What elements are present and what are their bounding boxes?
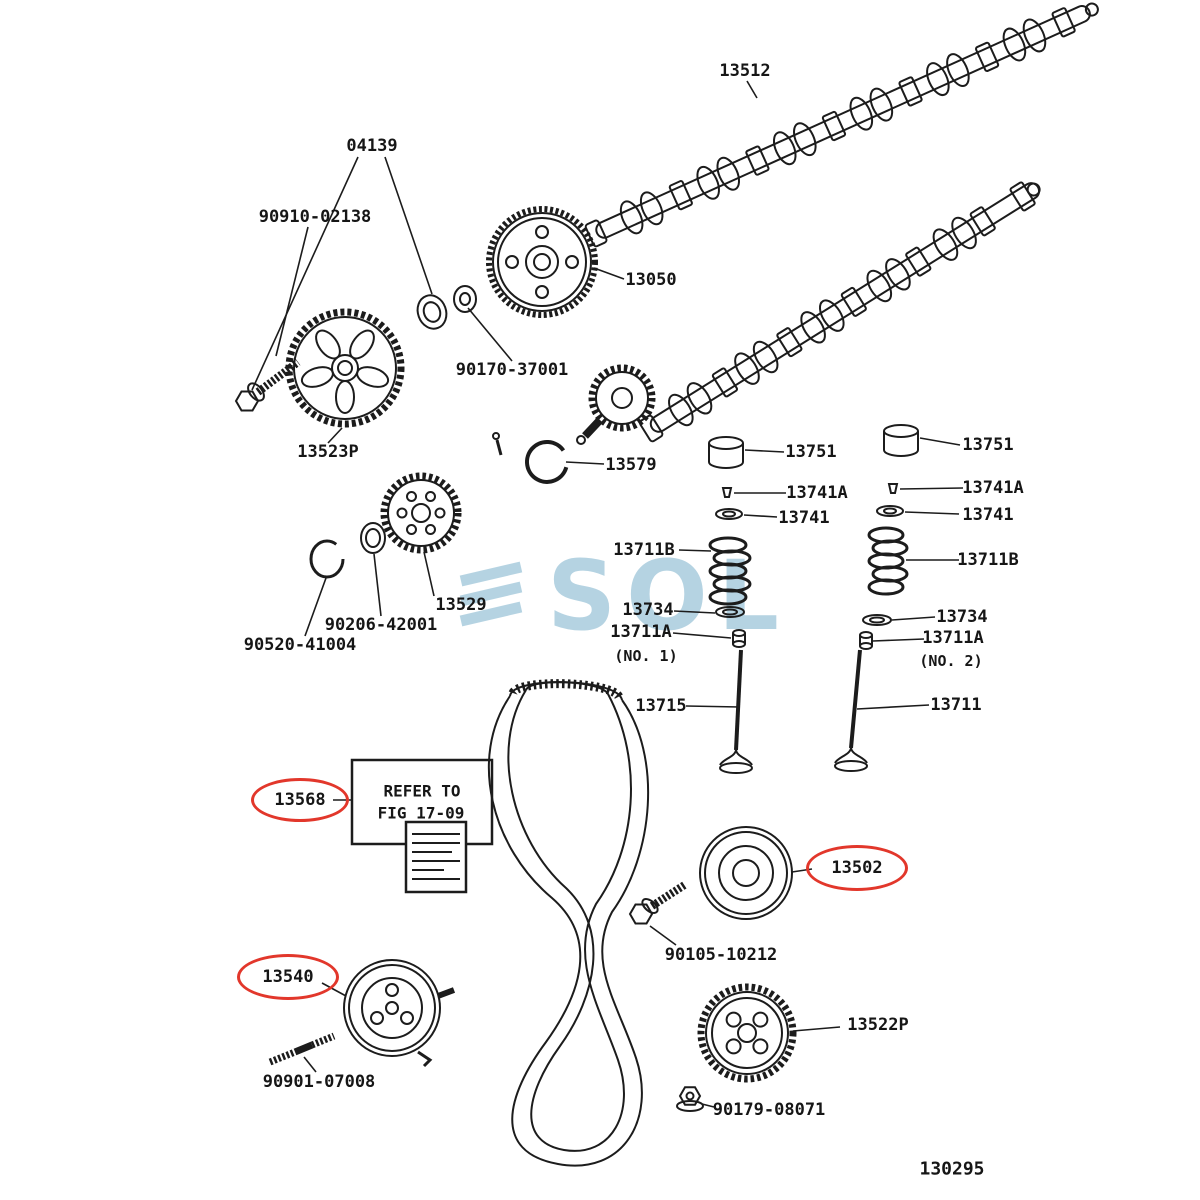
tensioner-13540-drawing: [268, 959, 456, 1068]
part-label-13715: 13715: [635, 696, 687, 716]
idler-pulley-13502-drawing: [628, 826, 793, 925]
part-label-13751-no2: 13751: [962, 435, 1014, 455]
part-label-13711B-no1: 13711B: [613, 540, 675, 560]
camshaft-drive-gear-drawing: [576, 364, 656, 445]
camshaft-2-drawing: [638, 181, 1041, 443]
refer-note-line1: REFER TO: [383, 781, 461, 801]
valve-train-no1-drawing: [708, 436, 753, 774]
part-label-90170-37001: 90170-37001: [455, 360, 569, 380]
part-label-90901-07008: 90901-07008: [262, 1072, 376, 1092]
cam-pulley-13523P-drawing: [285, 308, 405, 428]
part-label-13529: 13529: [435, 595, 487, 615]
valve-train-no2-drawing: [834, 424, 919, 772]
snap-ring-13579-drawing: [492, 432, 569, 484]
refer-note-box-drawing: [350, 758, 494, 894]
part-label-13050: 13050: [625, 270, 677, 290]
part-label-90520-41004: 90520-41004: [243, 635, 357, 655]
leader-lines: [251, 80, 964, 1108]
part-label-13741A-no1: 13741A: [786, 483, 848, 503]
part-label-13579: 13579: [605, 455, 657, 475]
part-label-90206-42001: 90206-42001: [324, 615, 438, 635]
pulley-13050-drawing: [486, 206, 598, 318]
part-label-13741-no2: 13741: [962, 505, 1014, 525]
part-label-90910-02138: 90910-02138: [258, 207, 372, 227]
part-label-13711A-no2: 13711A: [922, 628, 984, 648]
highlight-circle-13568: [251, 778, 349, 822]
part-note-no2: (NO. 2): [919, 652, 983, 670]
part-label-13741-no1: 13741: [778, 508, 830, 528]
gear-13529-drawing: [309, 472, 462, 579]
part-label-13522P: 13522P: [847, 1015, 909, 1035]
watermark-text: SOL: [547, 540, 789, 652]
highlight-circle-13502: [806, 845, 908, 891]
part-label-13523P: 13523P: [297, 442, 359, 462]
part-label-04139: 04139: [346, 136, 398, 156]
part-label-13741A-no2: 13741A: [962, 478, 1024, 498]
part-label-13711: 13711: [930, 695, 982, 715]
part-label-90179-08071: 90179-08071: [712, 1100, 826, 1120]
timing-belt-drawing: [488, 679, 650, 1167]
part-label-13512: 13512: [719, 61, 771, 81]
camshaft-1-drawing: [584, 2, 1099, 248]
cam-pulley-bolt-drawing: [234, 358, 301, 412]
watermark-logo-icon: [459, 561, 523, 627]
part-label-13711A-no1: 13711A: [610, 622, 672, 642]
part-label-13711B-no2: 13711B: [957, 550, 1019, 570]
watermark: SOL: [455, 540, 789, 652]
part-label-13734-no2: 13734: [936, 607, 988, 627]
figure-number: 130295: [919, 1158, 985, 1180]
part-label-90105-10212: 90105-10212: [664, 945, 778, 965]
refer-note-line2: FIG 17-09: [377, 803, 465, 823]
highlight-circle-13540: [237, 954, 339, 1000]
part-note-no1: (NO. 1): [614, 647, 678, 665]
part-label-13751-no1: 13751: [785, 442, 837, 462]
washer-rings-drawing: [416, 285, 477, 330]
part-label-13734-no1: 13734: [622, 600, 674, 620]
crank-pulley-13522P-drawing: [676, 983, 797, 1112]
